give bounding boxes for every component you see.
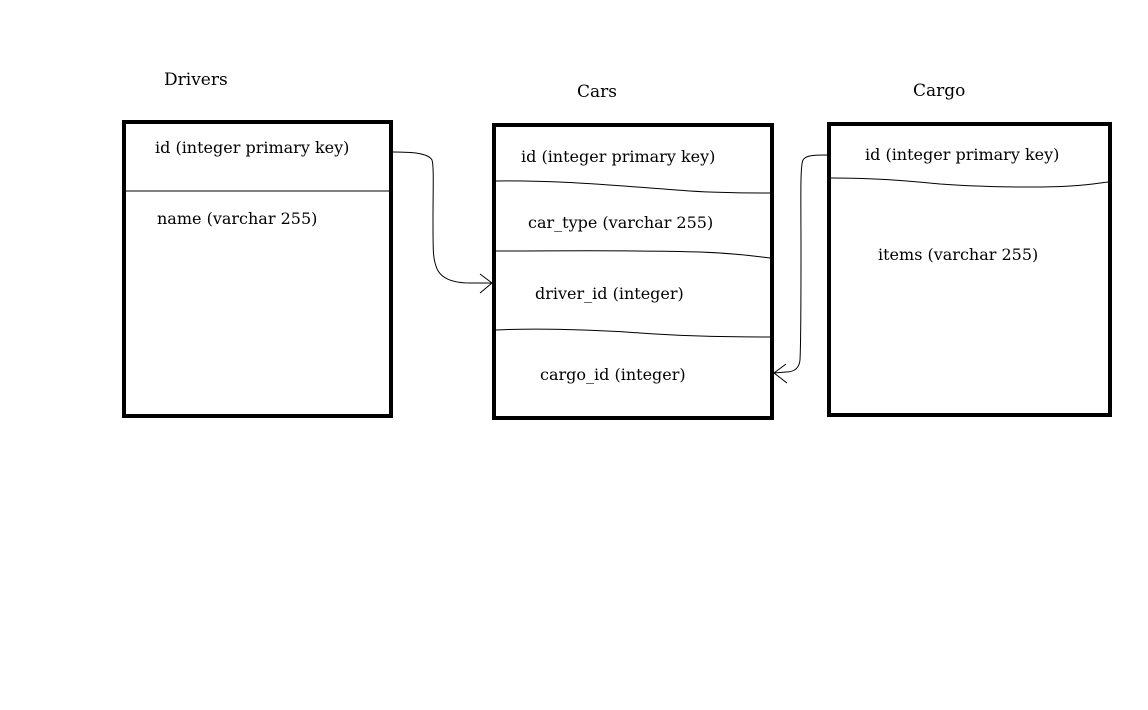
arrowhead-cargo (773, 363, 788, 384)
cars-table-title: Cars (577, 82, 617, 102)
cars-field-id: id (integer primary key) (521, 147, 716, 166)
cargo-table-title: Cargo (913, 81, 966, 101)
cars-field-cargo-id: cargo_id (integer) (540, 365, 686, 384)
drivers-field-name: name (varchar 255) (157, 209, 318, 228)
cars-table: id (integer primary key) car_type (varch… (492, 123, 774, 420)
arrowhead-driver (479, 273, 493, 294)
relation-arrow-cargo (773, 154, 828, 374)
cargo-table: id (integer primary key) items (varchar … (827, 122, 1112, 417)
drivers-table-title: Drivers (164, 70, 228, 90)
cars-field-driver-id: driver_id (integer) (535, 284, 684, 303)
cars-field-car-type: car_type (varchar 255) (528, 213, 714, 232)
relation-arrow-driver (392, 151, 492, 284)
drivers-field-id: id (integer primary key) (155, 138, 350, 157)
drivers-table: id (integer primary key) name (varchar 2… (122, 120, 393, 418)
cargo-field-id: id (integer primary key) (865, 145, 1060, 164)
cargo-field-items: items (varchar 255) (878, 245, 1039, 264)
